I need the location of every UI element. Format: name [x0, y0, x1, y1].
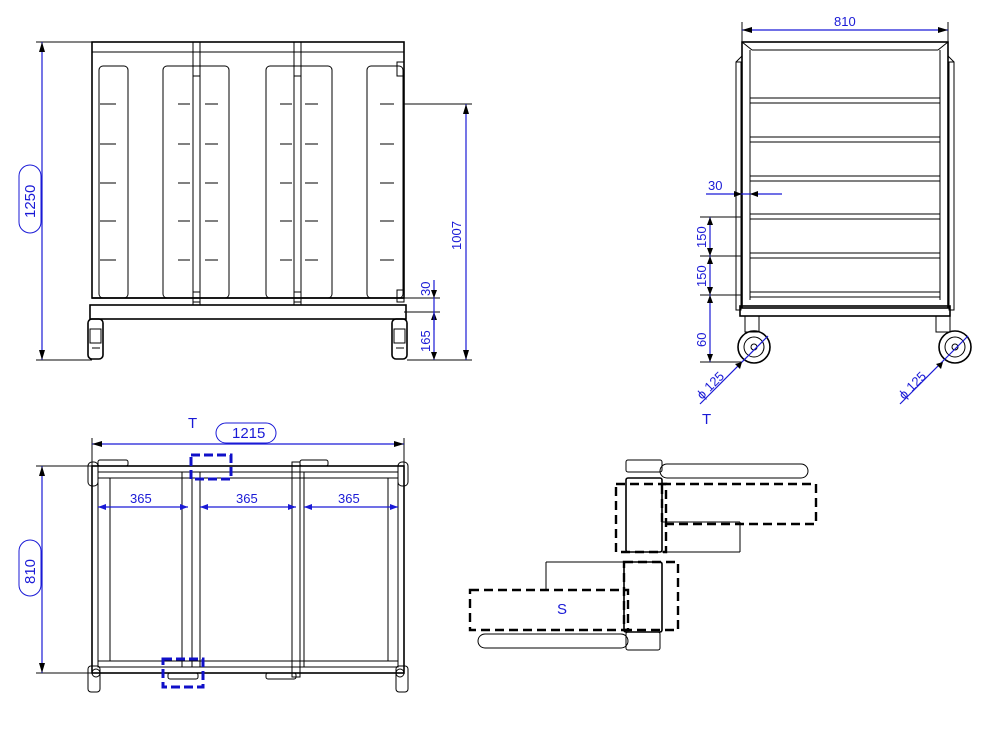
dim-150-b: 150 — [694, 265, 709, 287]
dim-depth-810: 810 — [22, 559, 39, 584]
dim-width-810-side: 810 — [834, 14, 856, 29]
front-caster-right — [391, 318, 408, 360]
front-view: 1250 1007 30 165 — [18, 41, 472, 361]
detail-label: S — [557, 601, 567, 618]
dim-bay-1: 365 — [130, 491, 152, 506]
dim-wheel-right: ϕ 125 — [896, 368, 930, 402]
section-mark-top: T — [188, 415, 197, 432]
detail-view: S — [468, 459, 818, 651]
dim-bay-3: 365 — [338, 491, 360, 506]
dim-bay-2: 365 — [236, 491, 258, 506]
dim-60: 60 — [694, 333, 709, 347]
dim-height-1007: 1007 — [449, 221, 464, 250]
front-shelf-ticks — [100, 103, 394, 261]
dim-width-1215: 1215 — [232, 425, 265, 442]
top-casters — [87, 461, 409, 693]
side-shelves — [749, 97, 941, 298]
section-mark-side: T — [702, 411, 711, 428]
dim-wheel-left: ϕ 125 — [694, 368, 728, 402]
dim-150-a: 150 — [694, 226, 709, 248]
dim-30-side: 30 — [708, 178, 722, 193]
dim-height-total: 1250 — [22, 185, 39, 218]
dim-30-front: 30 — [418, 282, 433, 296]
detail-box-bottom — [161, 657, 205, 689]
front-caster-left — [87, 318, 104, 360]
detail-box-top — [189, 453, 233, 481]
side-wheel-right — [935, 315, 972, 364]
top-view: T 1215 — [18, 415, 409, 693]
side-view: 810 30 150 150 60 ϕ 125 ϕ 125 T — [694, 14, 972, 428]
dim-165: 165 — [418, 330, 433, 352]
